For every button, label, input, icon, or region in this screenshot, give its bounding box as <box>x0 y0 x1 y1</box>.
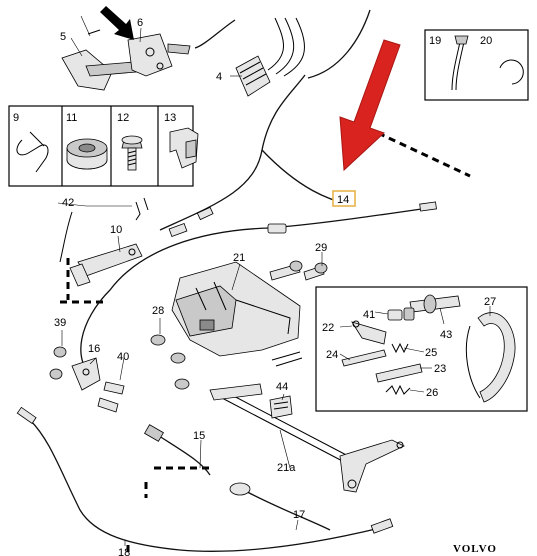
label-part-27: 27 <box>484 296 496 308</box>
label-part-24: 24 <box>326 349 338 361</box>
label-part-4: 4 <box>216 71 222 83</box>
label-part-42: 42 <box>62 197 74 209</box>
lock-ring-part-20 <box>499 59 524 85</box>
label-part-9: 9 <box>13 112 19 124</box>
brand-logo: VOLVO <box>453 543 497 555</box>
leader-lines <box>57 15 491 546</box>
bolt-part-40 <box>97 381 125 413</box>
part-number-labels: 6 5 4 9 11 12 13 19 20 14 42 10 21 29 28… <box>13 17 496 556</box>
label-part-39: 39 <box>54 317 66 329</box>
strut-part-24 <box>341 349 387 367</box>
label-part-28: 28 <box>152 305 164 317</box>
label-part-14: 14 <box>337 194 349 206</box>
label-part-22: 22 <box>322 322 334 334</box>
nut-part-39 <box>49 346 67 380</box>
label-part-11: 11 <box>66 112 77 124</box>
label-part-40: 40 <box>117 351 129 363</box>
inset-box-clips-19-20 <box>424 29 529 101</box>
bolt-part-44 <box>269 395 293 419</box>
switch-bracket-assembly <box>61 29 191 91</box>
brake-shoe-assembly-parts <box>341 294 516 403</box>
label-part-25: 25 <box>425 347 437 359</box>
label-part-18: 18 <box>118 547 130 556</box>
brake-cables <box>29 9 436 552</box>
cable-fittings <box>16 201 437 534</box>
label-part-17: 17 <box>293 509 305 521</box>
label-part-23: 23 <box>434 363 446 375</box>
bracket-part-16 <box>71 357 101 391</box>
nut-part-28 <box>150 334 190 390</box>
lever-part-10 <box>69 243 143 287</box>
grommet-part-11 <box>66 138 108 170</box>
handbrake-bracket-part-21 <box>171 261 301 357</box>
callout-box-part-14 <box>332 190 356 207</box>
adjuster-cap-part-41 <box>387 307 415 321</box>
plate-part-23 <box>375 363 423 383</box>
adjuster-part-43 <box>409 294 461 314</box>
spring-clip-part-9 <box>16 131 49 173</box>
inset-box-brake-shoe-assembly <box>315 286 528 412</box>
label-part-12: 12 <box>117 112 129 124</box>
lever-part-22 <box>351 320 387 345</box>
brake-shoes-part-27 <box>465 312 516 403</box>
spring-part-25 <box>391 342 409 354</box>
label-part-5: 5 <box>60 31 66 43</box>
equalizer-rod-part-21a <box>209 383 405 493</box>
spring-part-42 <box>59 197 149 263</box>
bolt-part-12 <box>121 135 143 171</box>
label-part-44: 44 <box>276 381 288 393</box>
dashed-separator <box>60 131 471 556</box>
bolt-part-29 <box>269 260 328 281</box>
label-part-29: 29 <box>315 242 327 254</box>
label-part-19: 19 <box>429 35 441 47</box>
label-part-15: 15 <box>193 430 205 442</box>
label-part-43: 43 <box>440 329 452 341</box>
label-part-21: 21 <box>233 252 245 264</box>
label-part-16: 16 <box>88 343 100 355</box>
highlight-arrow-large <box>339 39 401 172</box>
pedal-assembly <box>235 17 305 97</box>
label-part-20: 20 <box>480 35 492 47</box>
highlight-arrow-small <box>100 6 134 40</box>
cable-tie-part-19 <box>451 35 469 91</box>
label-part-41: 41 <box>363 309 375 321</box>
label-part-10: 10 <box>110 224 122 236</box>
label-part-26: 26 <box>426 387 438 399</box>
label-part-13: 13 <box>164 112 176 124</box>
retainer-clip-part-13 <box>169 127 199 169</box>
label-part-21a: 21a <box>277 462 296 474</box>
fasteners <box>49 260 328 419</box>
spring-part-26 <box>385 384 411 396</box>
label-part-6: 6 <box>137 17 143 29</box>
